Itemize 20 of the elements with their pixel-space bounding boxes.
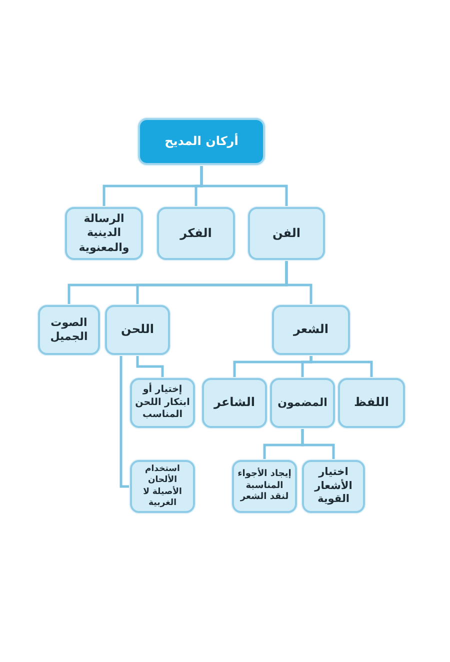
concept-box: اختيار الأشعار القوية — [302, 460, 365, 513]
connector-line — [68, 260, 288, 305]
concept-box: الصوت الجميل — [38, 305, 100, 355]
connector-line — [233, 355, 312, 378]
connector-line — [102, 165, 203, 207]
concept-box: الرسالة الدينية والمعنوية — [65, 207, 143, 260]
concept-box: الشعر — [272, 305, 350, 355]
concept-box: الشاعر — [202, 378, 267, 428]
concept-box: الفكر — [157, 207, 235, 260]
connector-line — [136, 355, 164, 378]
concept-box: إيجاد الأجواء المناسبة لنقد الشعر — [232, 460, 297, 513]
concept-box: استخدام الألحان الأصيلة لا الغربية — [130, 460, 195, 513]
concept-box: إختيار أو ابتكار اللحن المناسب — [130, 378, 195, 428]
concept-box: المضمون — [270, 378, 335, 428]
connector-line — [263, 428, 304, 460]
concept-box: اللفظ — [338, 378, 405, 428]
connector-line — [120, 355, 130, 488]
concept-box: الفن — [248, 207, 325, 260]
concept-box: اللحن — [105, 305, 170, 355]
title-box: أركان المديح — [138, 118, 265, 165]
